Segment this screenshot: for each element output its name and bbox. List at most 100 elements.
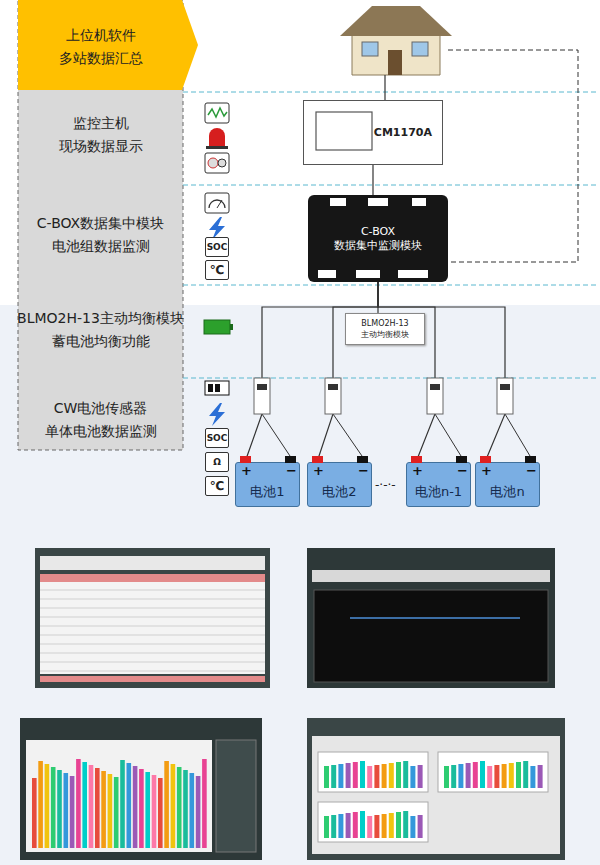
table-rule bbox=[40, 662, 265, 663]
cw-sensor bbox=[497, 378, 513, 414]
table-rule bbox=[40, 608, 265, 609]
icon-label: Ω bbox=[205, 452, 229, 472]
table-rule bbox=[40, 671, 265, 672]
node-text: 现场数据显示 bbox=[59, 135, 143, 158]
chart-bar bbox=[367, 766, 372, 788]
wire bbox=[435, 414, 461, 456]
node-text: 主动均衡模块 bbox=[361, 329, 409, 340]
chart-bar bbox=[158, 778, 163, 848]
node-text: 电池2 bbox=[322, 483, 356, 501]
chart-bar bbox=[183, 770, 188, 848]
icon-label: SOC bbox=[205, 237, 229, 257]
layer-label: BLMO2H-13主动均衡模块蓄电池均衡功能 bbox=[10, 303, 191, 357]
house-roof bbox=[340, 6, 452, 36]
chart-bar bbox=[76, 759, 81, 848]
node-text: 电池n-1 bbox=[415, 483, 462, 501]
gauge-dial bbox=[208, 158, 218, 168]
chart-bar bbox=[444, 766, 449, 788]
chart-bar bbox=[516, 762, 521, 788]
table-rule bbox=[40, 626, 265, 627]
chart-bar bbox=[324, 766, 329, 788]
connector bbox=[245, 282, 378, 462]
sensor-detail bbox=[500, 384, 510, 390]
chart-bar bbox=[410, 816, 415, 838]
chart-bar bbox=[139, 769, 144, 848]
sensor-detail bbox=[328, 384, 338, 390]
cw-sensor bbox=[427, 378, 443, 414]
chart-bar bbox=[32, 778, 37, 848]
chart-bar bbox=[367, 816, 372, 838]
chart-line bbox=[350, 617, 520, 619]
node-text: 多站数据汇总 bbox=[59, 47, 143, 70]
chart-area bbox=[314, 590, 548, 682]
chart-bar bbox=[82, 762, 87, 848]
table-rule bbox=[40, 599, 265, 600]
chart-bar bbox=[190, 773, 195, 848]
node-text: 上位机软件 bbox=[66, 24, 136, 47]
layer-label: 监控主机现场数据显示 bbox=[18, 108, 183, 162]
chart-bar bbox=[133, 766, 138, 848]
table-footer bbox=[40, 676, 265, 682]
monitor-screen bbox=[316, 112, 372, 150]
chart-bar bbox=[458, 764, 463, 788]
chart-bar bbox=[538, 765, 543, 788]
polarity-sign: − bbox=[526, 463, 537, 478]
chart-bar bbox=[45, 764, 50, 848]
screenshot-body bbox=[312, 736, 560, 854]
node-text: 电池n bbox=[490, 483, 524, 501]
connector bbox=[378, 282, 505, 462]
chart-bar bbox=[114, 777, 119, 848]
meter-arc bbox=[209, 200, 225, 208]
sensor-detail bbox=[430, 384, 440, 390]
layer-separator bbox=[183, 378, 596, 379]
side-panel bbox=[216, 740, 256, 852]
node-text: 电池1 bbox=[250, 483, 284, 501]
chart-bar bbox=[473, 762, 478, 788]
sensor-detail bbox=[257, 384, 267, 390]
chart-area bbox=[318, 752, 428, 792]
polarity-sign: − bbox=[358, 463, 369, 478]
screenshot-frame bbox=[307, 718, 565, 860]
battery-icon bbox=[205, 381, 229, 395]
battery-icon bbox=[204, 320, 230, 334]
chart-bar bbox=[324, 816, 329, 838]
table-rule bbox=[40, 635, 265, 636]
node-text: 监控主机 bbox=[73, 112, 129, 135]
layer-separator bbox=[183, 285, 596, 286]
chart-bar bbox=[346, 813, 351, 838]
chart-bar bbox=[338, 814, 343, 838]
table-rule bbox=[40, 644, 265, 645]
chart-bar bbox=[152, 775, 157, 848]
chart-bar bbox=[360, 761, 365, 788]
house-door bbox=[388, 50, 402, 75]
chart-bar bbox=[523, 761, 528, 788]
polarity-sign: + bbox=[412, 463, 423, 478]
chart-bar bbox=[177, 767, 182, 848]
layer-label: 上位机软件多站数据汇总 bbox=[18, 12, 183, 82]
wire bbox=[505, 414, 530, 456]
table-rule bbox=[40, 617, 265, 618]
table-header bbox=[40, 574, 265, 582]
node-text: 电池组数据监测 bbox=[52, 235, 150, 258]
meter-icon bbox=[205, 193, 229, 213]
chart-area bbox=[318, 802, 428, 842]
screenshot-toolbar bbox=[312, 570, 550, 582]
chart-bar bbox=[38, 761, 43, 848]
chart-bar bbox=[331, 765, 336, 788]
chart-bar bbox=[389, 813, 394, 838]
chart-bar bbox=[360, 811, 365, 838]
chart-bar bbox=[403, 811, 408, 838]
chart-bar bbox=[480, 761, 485, 788]
chart-bar bbox=[451, 765, 456, 788]
chart-bar bbox=[466, 763, 471, 788]
alarm-lamp-icon bbox=[209, 128, 225, 146]
dashed-link bbox=[448, 50, 578, 262]
chart-bar bbox=[374, 765, 379, 788]
house-window bbox=[412, 42, 428, 56]
layer-label: CW电池传感器单体电池数据监测 bbox=[18, 393, 183, 447]
wire bbox=[384, 75, 385, 100]
chart-bar bbox=[64, 773, 69, 848]
chart-bar bbox=[530, 766, 535, 788]
polarity-sign: − bbox=[286, 463, 297, 478]
polarity-sign: + bbox=[481, 463, 492, 478]
